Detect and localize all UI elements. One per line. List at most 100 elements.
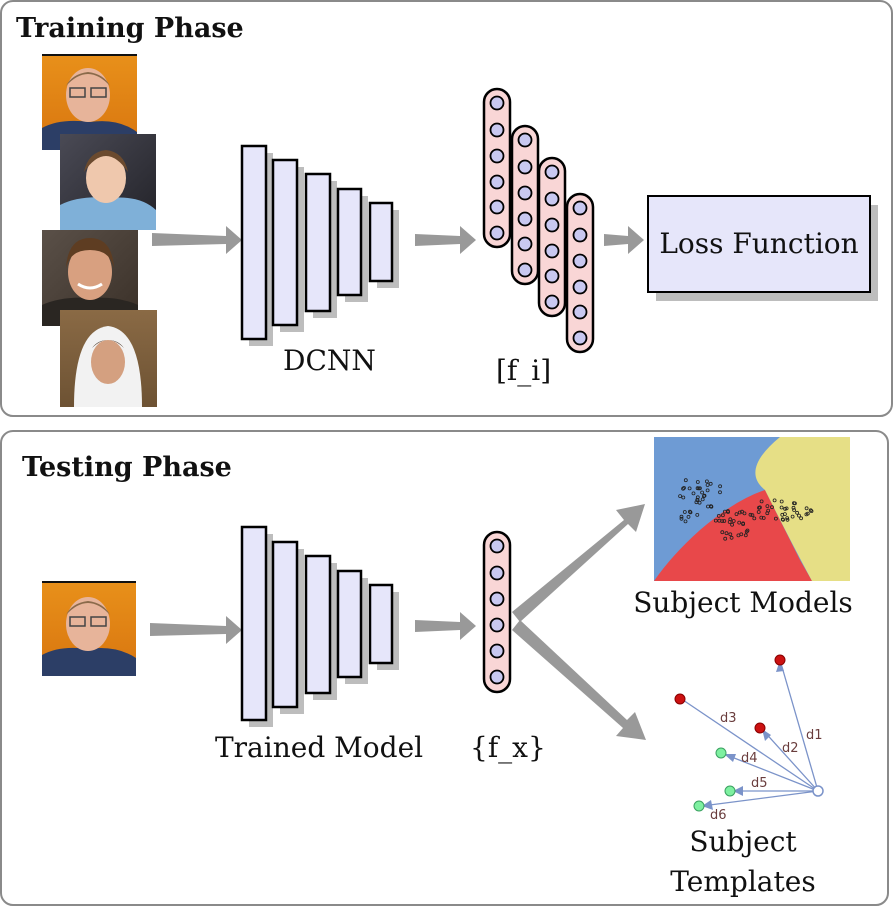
scatter-dot xyxy=(793,501,797,506)
scatter-dot xyxy=(745,528,750,533)
arrow-faces-to-dcnn xyxy=(152,226,242,254)
scatter-dot xyxy=(731,519,736,523)
query-point xyxy=(812,785,824,797)
trained-model-label: Trained Model xyxy=(215,731,423,764)
scatter-dot xyxy=(790,514,795,519)
test-features-label: {f_x} xyxy=(470,731,546,764)
scatter-dot xyxy=(750,513,755,517)
scatter-dot xyxy=(705,483,710,487)
scatter-dot xyxy=(713,518,718,523)
scatter-dot xyxy=(700,490,704,495)
scatter-dot xyxy=(682,510,687,514)
testing-title: Testing Phase xyxy=(22,452,232,483)
subject-models-label: Subject Models xyxy=(633,586,853,619)
scatter-dot xyxy=(737,510,742,515)
template-point-green-2 xyxy=(724,785,736,797)
subject-templates-label-line1: Subject xyxy=(689,825,797,858)
loss-function-label: Loss Function xyxy=(659,227,858,260)
training-panel: Training Phase xyxy=(0,0,893,417)
scatter-dot xyxy=(691,491,696,496)
distance-label-d2: d2 xyxy=(782,741,799,756)
scatter-dot xyxy=(743,533,748,538)
features-label: [f_i] xyxy=(496,354,551,387)
scatter-dot xyxy=(759,515,764,520)
scatter-dot xyxy=(729,535,734,540)
scatter-dot xyxy=(797,513,801,518)
scatter-dot xyxy=(761,516,766,520)
subject-templates-label-line2: Templates xyxy=(670,865,815,898)
scatter-dot xyxy=(695,513,700,517)
scatter-dot xyxy=(759,499,764,504)
arrow-to-subject-models xyxy=(512,504,645,622)
scatter-dot xyxy=(809,509,814,514)
scatter-dot xyxy=(686,515,691,519)
scatter-dot xyxy=(765,504,770,509)
trained-model-layers xyxy=(240,525,399,727)
scatter-dot xyxy=(808,508,813,513)
scatter-dot xyxy=(804,512,809,517)
arrow-to-subject-templates xyxy=(512,620,646,740)
scatter-dot xyxy=(739,532,744,537)
scatter-dot xyxy=(695,497,700,502)
scatter-dot xyxy=(688,510,693,515)
scatter-dot xyxy=(783,506,787,511)
scatter-dot xyxy=(724,531,729,536)
arrow-features-to-loss xyxy=(604,226,644,254)
scatter-dot xyxy=(792,508,796,512)
subject-models-plot xyxy=(654,437,850,581)
scatter-dot xyxy=(770,505,774,510)
test-face-photo xyxy=(42,581,136,676)
scatter-dot xyxy=(700,497,705,502)
arrow-face-to-model xyxy=(150,616,242,644)
scatter-dot xyxy=(683,478,688,483)
scatter-dot xyxy=(720,519,725,523)
scatter-dot xyxy=(683,519,688,524)
distance-label-d4: d4 xyxy=(741,751,758,766)
scatter-dot xyxy=(804,506,809,511)
testing-arrows xyxy=(150,504,646,740)
face-photo-4 xyxy=(60,310,157,407)
testing-panel: Testing Phase xyxy=(0,430,889,906)
scatter-dot xyxy=(681,495,686,500)
distance-label-d5: d5 xyxy=(751,776,768,791)
scatter-dot xyxy=(718,490,722,495)
scatter-dot xyxy=(742,511,747,516)
scatter-dot xyxy=(716,514,721,518)
scatter-dot xyxy=(726,509,730,513)
scatter-dot xyxy=(702,493,707,498)
scatter-dot xyxy=(779,505,784,510)
scatter-dot xyxy=(795,510,799,515)
scatter-dot xyxy=(734,512,739,516)
scatter-dot xyxy=(718,484,722,489)
training-face-photos xyxy=(42,54,157,407)
scatter-dot xyxy=(678,494,682,499)
scatter-dot xyxy=(774,516,778,521)
scatter-dot xyxy=(679,516,684,521)
scatter-dot xyxy=(722,519,727,523)
scatter-dot xyxy=(757,505,761,510)
scatter-dot xyxy=(705,479,709,484)
face-photo-2 xyxy=(60,134,156,230)
scatter-dot xyxy=(785,516,790,520)
scatter-dot xyxy=(728,532,733,537)
scatter-dot xyxy=(728,517,733,522)
scatter-dot xyxy=(679,514,684,519)
template-point-red-1 xyxy=(774,654,786,666)
scatter-dot xyxy=(740,509,744,514)
template-point-red-2 xyxy=(754,722,766,734)
scatter-dot xyxy=(720,530,725,535)
template-point-red-3 xyxy=(674,693,686,705)
scatter-dot xyxy=(779,499,784,504)
scatter-dot xyxy=(791,505,796,510)
training-feature-vectors xyxy=(482,87,595,354)
template-point-green-1 xyxy=(715,747,727,759)
scatter-dot xyxy=(721,513,725,518)
scatter-dot xyxy=(687,486,692,491)
scatter-dot xyxy=(756,510,761,514)
scatter-dot xyxy=(696,486,701,491)
scatter-dot xyxy=(772,498,777,503)
subject-templates-plot: d1 d2 d3 d4 d5 d6 xyxy=(674,654,824,823)
distance-line-d6 xyxy=(701,790,819,807)
training-title: Training Phase xyxy=(16,13,244,44)
